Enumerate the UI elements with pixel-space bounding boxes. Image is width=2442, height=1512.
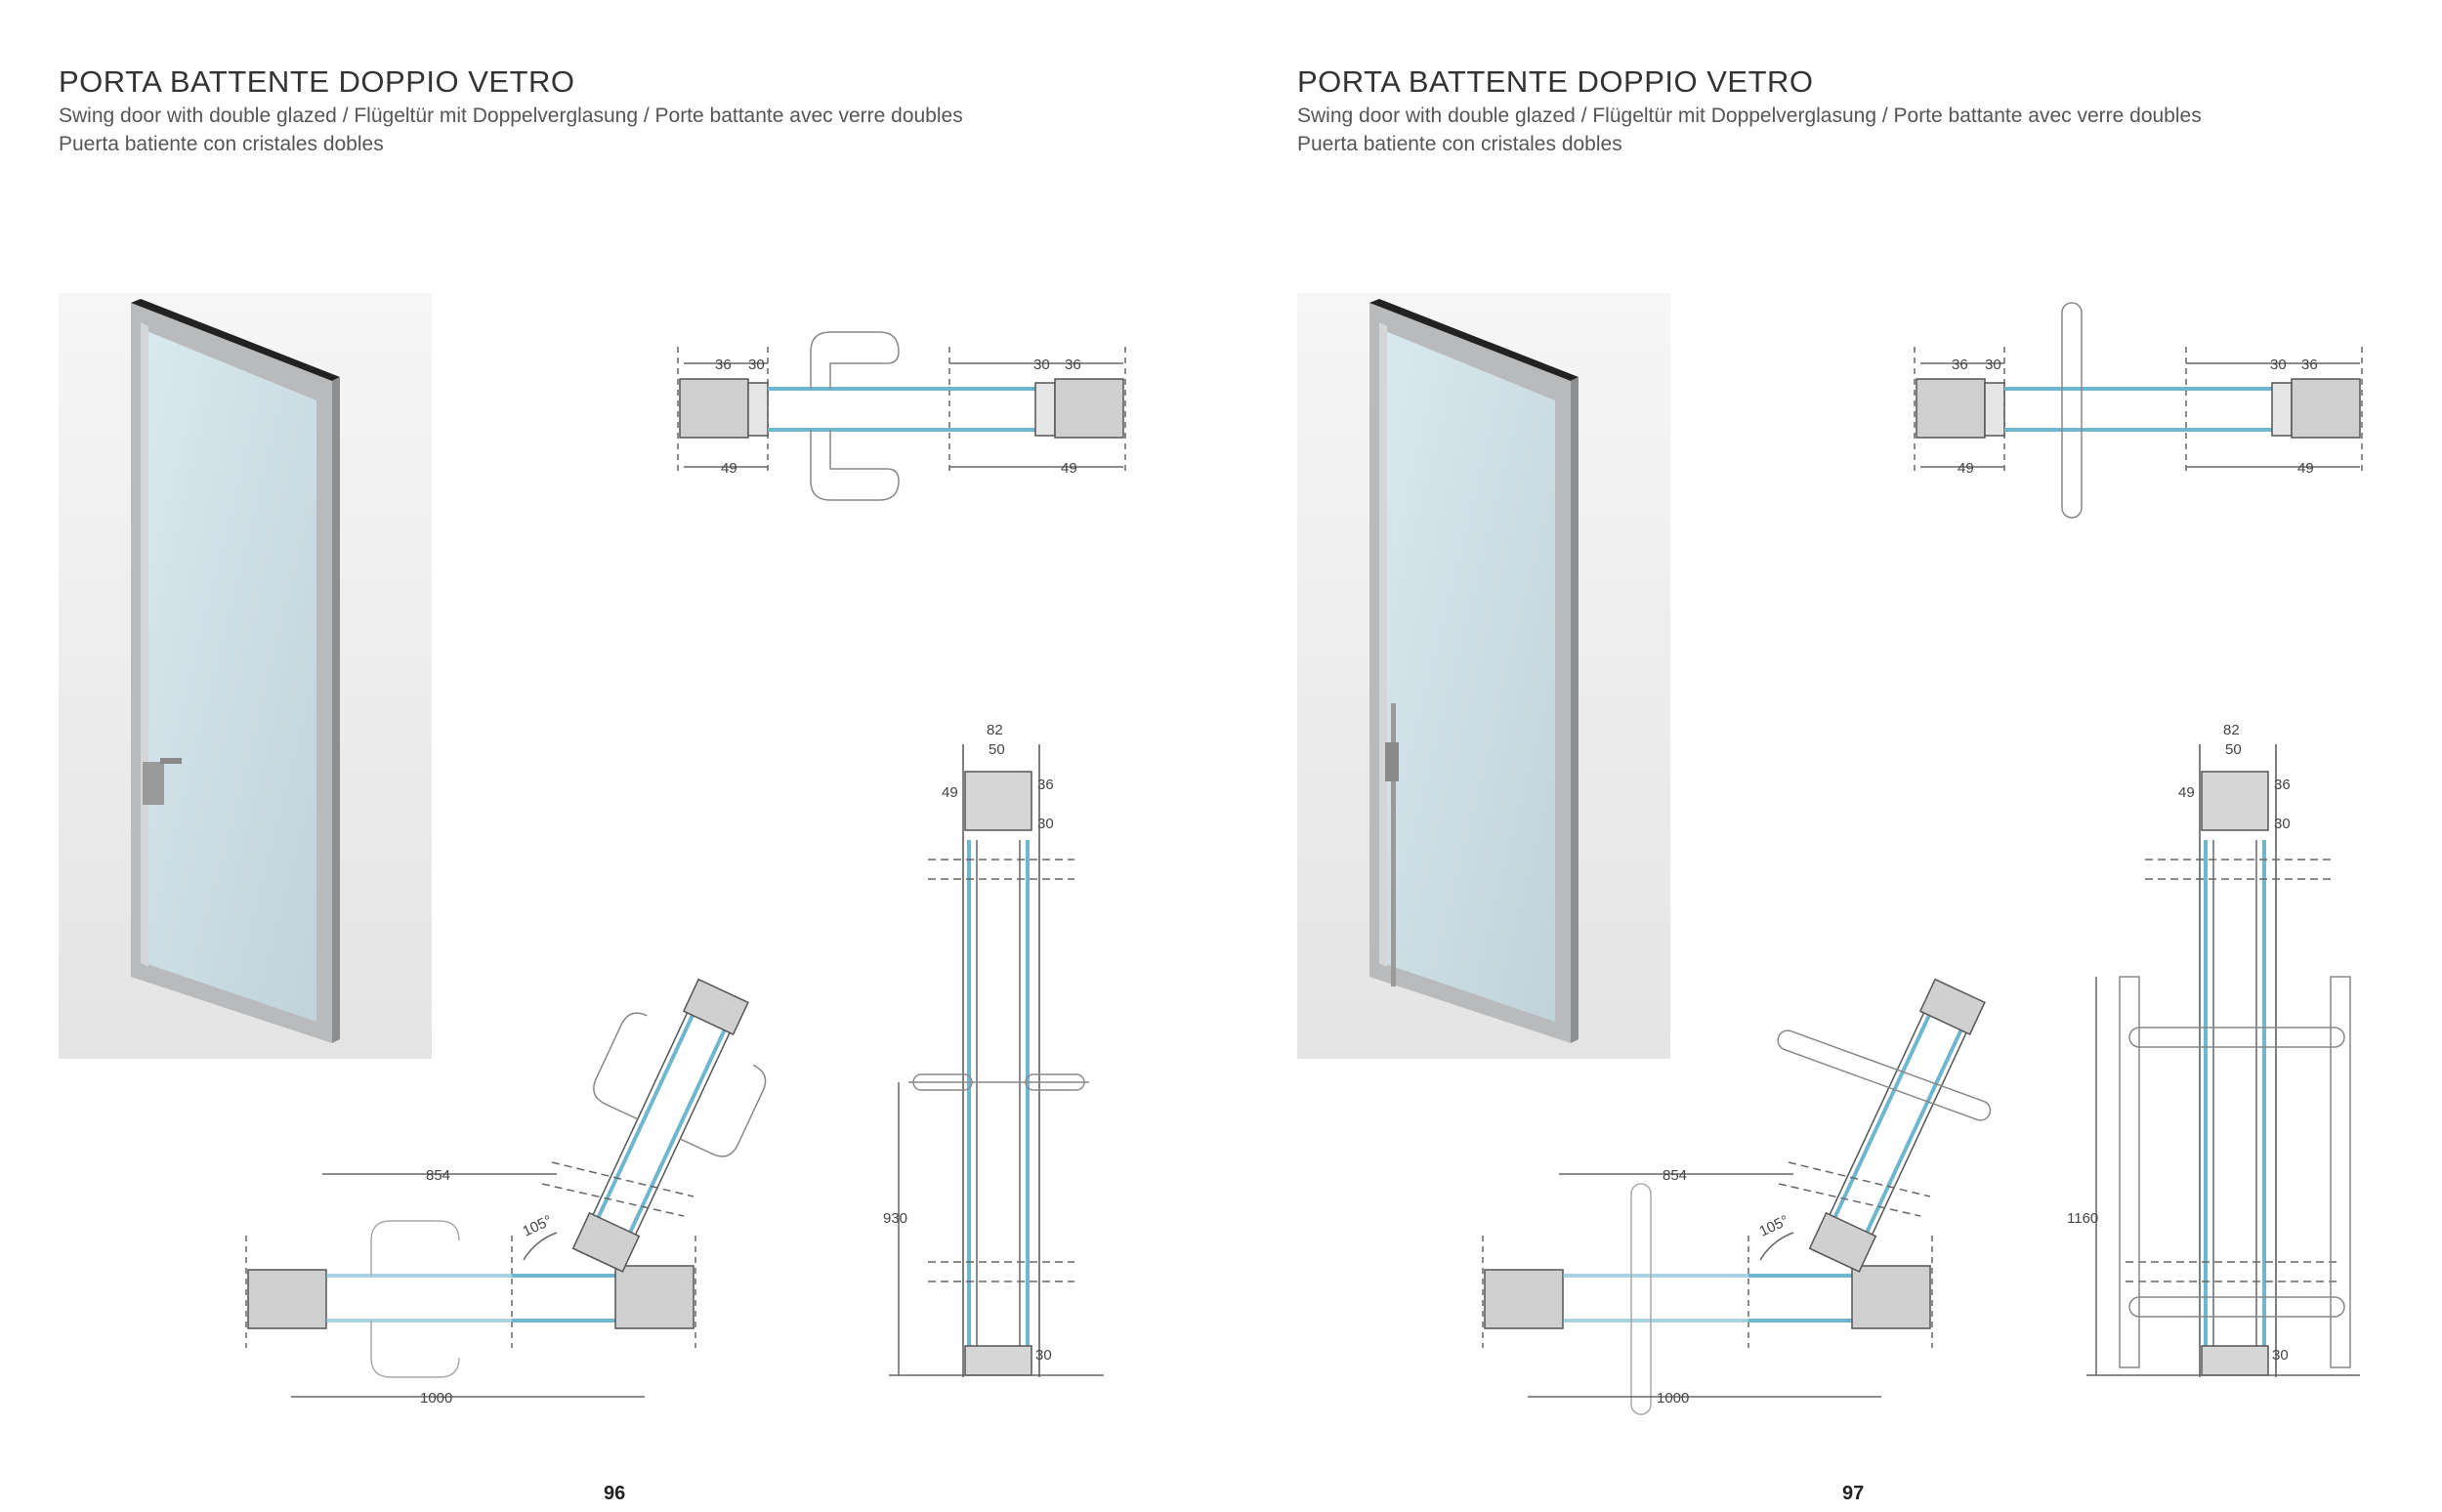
dim-30-left: 30: [748, 357, 765, 373]
dim-854: 854: [1663, 1167, 1687, 1184]
dim-30-right: 30: [2270, 357, 2287, 373]
page-subtitle: Swing door with double glazed / Flügeltü…: [59, 105, 963, 127]
page-subtitle-2: Puerta batiente con cristales dobles: [1297, 133, 1622, 155]
page-subtitle-2: Puerta batiente con cristales dobles: [59, 133, 384, 155]
dim-30-right: 30: [1033, 357, 1050, 373]
page-96: PORTA BATTENTE DOPPIO VETRO Swing door w…: [59, 64, 1126, 1504]
dim-36-left: 36: [715, 357, 732, 373]
page-title: PORTA BATTENTE DOPPIO VETRO: [59, 64, 575, 99]
dim-49: 49: [2178, 784, 2195, 801]
dim-854: 854: [426, 1167, 450, 1184]
dim-50: 50: [2225, 741, 2242, 758]
dim-50: 50: [989, 741, 1005, 758]
plan-view-top: [1914, 302, 2363, 519]
dim-49-right: 49: [2297, 460, 2314, 477]
dim-1000: 1000: [420, 1390, 452, 1407]
technical-drawings: 36 30 30 36 49 49 82 50 49 36: [245, 331, 1126, 1407]
section-view: [889, 744, 1104, 1377]
dim-36-right: 36: [2301, 357, 2318, 373]
dim-82: 82: [987, 722, 1003, 738]
page-title: PORTA BATTENTE DOPPIO VETRO: [1297, 64, 1814, 99]
dim-82: 82: [2223, 722, 2240, 738]
dim-49-left: 49: [721, 460, 737, 477]
dim-30: 30: [2274, 816, 2291, 832]
page-number: 97: [1842, 1483, 1865, 1504]
plan-view-top: [677, 331, 1126, 501]
plan-view-open: [245, 978, 767, 1398]
dim-36-left: 36: [1952, 357, 1968, 373]
dim-36: 36: [1037, 777, 1054, 793]
plan-view-open: [1482, 978, 1992, 1415]
dim-30-left: 30: [1985, 357, 2001, 373]
dim-height: 1160: [2067, 1210, 2098, 1227]
dim-36: 36: [2274, 777, 2291, 793]
page-97: PORTA BATTENTE DOPPIO VETRO Swing door w…: [1237, 0, 2442, 1512]
technical-drawings: 36 30 30 36 49 49 82 50 49: [1482, 302, 2363, 1415]
door-photo: [1297, 293, 1670, 1059]
dim-30: 30: [1037, 816, 1054, 832]
page-subtitle: Swing door with double glazed / Flügeltü…: [1297, 105, 2202, 127]
dim-49-right: 49: [1061, 460, 1077, 477]
section-view: [2086, 744, 2360, 1377]
dim-1000: 1000: [1657, 1390, 1689, 1407]
page-number: 96: [604, 1483, 626, 1504]
dim-49-left: 49: [1958, 460, 1974, 477]
dim-30-bottom: 30: [1035, 1347, 1052, 1364]
dim-36-right: 36: [1065, 357, 1081, 373]
dim-49: 49: [942, 784, 958, 801]
dim-height: 930: [883, 1210, 907, 1227]
dim-30-bottom: 30: [2272, 1347, 2289, 1364]
door-photo: [59, 293, 432, 1059]
